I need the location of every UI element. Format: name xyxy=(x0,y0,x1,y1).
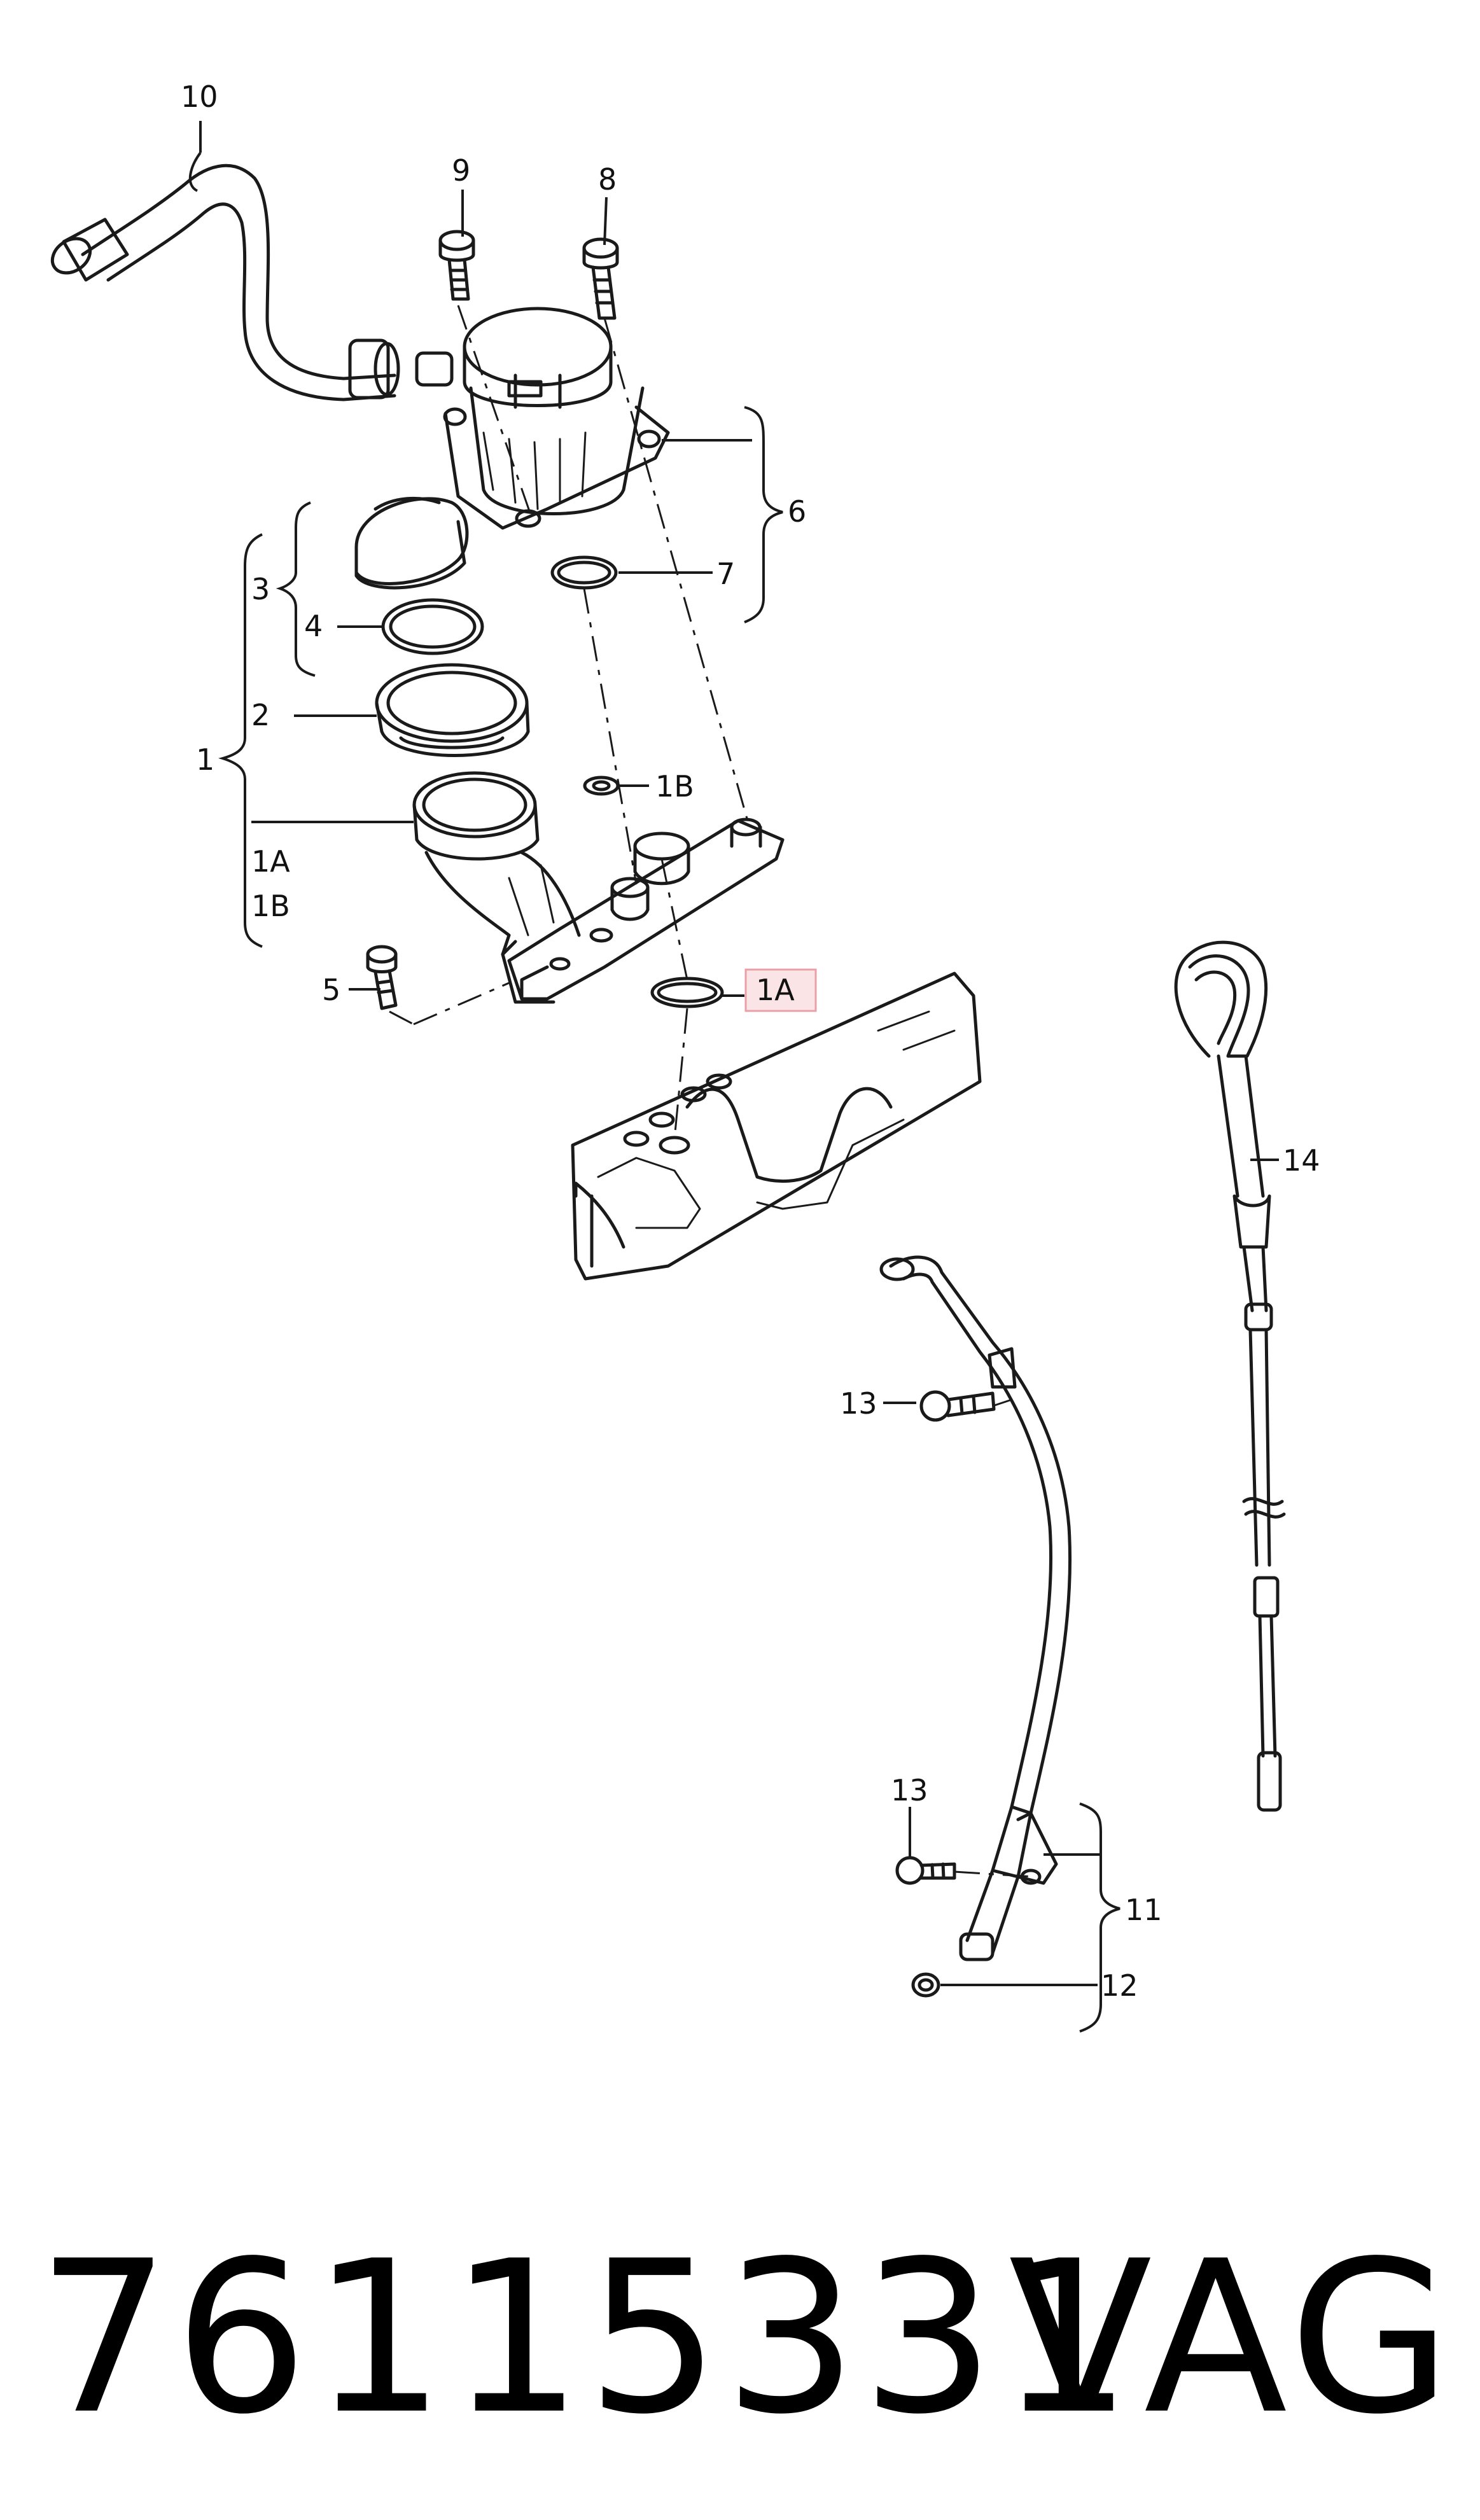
callout-5: 5 xyxy=(322,973,340,1007)
callout-10: 10 xyxy=(181,80,218,114)
callout-1b: 1B xyxy=(655,769,694,804)
seal-4 xyxy=(381,598,484,655)
callout-13-lower: 13 xyxy=(891,1773,928,1807)
oil-separator xyxy=(443,307,670,530)
callout-1a-left: 1A xyxy=(251,844,290,879)
callout-1b-left: 1B xyxy=(251,889,290,923)
dipstick xyxy=(1174,940,1286,1812)
callout-6: 6 xyxy=(788,494,806,529)
o-ring-1a xyxy=(650,977,724,1008)
filler-cap xyxy=(354,497,469,590)
bolt-13-upper xyxy=(919,1390,996,1422)
callout-1: 1 xyxy=(196,742,214,777)
callout-1a-highlight: 1A xyxy=(756,973,795,1007)
callout-13-upper: 13 xyxy=(840,1386,877,1421)
callout-labels: 10 9 8 6 7 3 4 2 1 1A 1B 1B 5 1A 14 13 1… xyxy=(181,80,1320,2003)
part-number: 76115331 xyxy=(37,2216,1136,2460)
bolt-13-lower xyxy=(895,1856,956,1885)
callout-8: 8 xyxy=(598,162,617,197)
leader-lines xyxy=(188,121,1279,2033)
o-ring-12 xyxy=(911,1972,940,1998)
callout-9: 9 xyxy=(452,153,470,188)
callout-11: 11 xyxy=(1125,1893,1162,1927)
callout-2: 2 xyxy=(251,698,270,732)
bolt-5 xyxy=(366,945,398,1010)
callout-4: 4 xyxy=(304,609,323,643)
bolt-9 xyxy=(438,230,475,301)
washer-1b xyxy=(583,776,620,796)
callout-12: 12 xyxy=(1101,1968,1138,2003)
breather-hose xyxy=(50,164,454,401)
brand-name: VAG xyxy=(1009,2216,1457,2460)
alignment-lines xyxy=(389,305,1035,1878)
o-ring-7 xyxy=(550,555,618,590)
highlight-box-1a xyxy=(744,968,817,1012)
collar-2 xyxy=(375,663,530,757)
bolt-8 xyxy=(582,237,619,320)
callout-14: 14 xyxy=(1283,1143,1320,1178)
callout-3: 3 xyxy=(251,572,270,606)
callout-7: 7 xyxy=(716,557,735,591)
filler-neck xyxy=(412,771,785,1004)
valve-cover xyxy=(571,971,982,1281)
